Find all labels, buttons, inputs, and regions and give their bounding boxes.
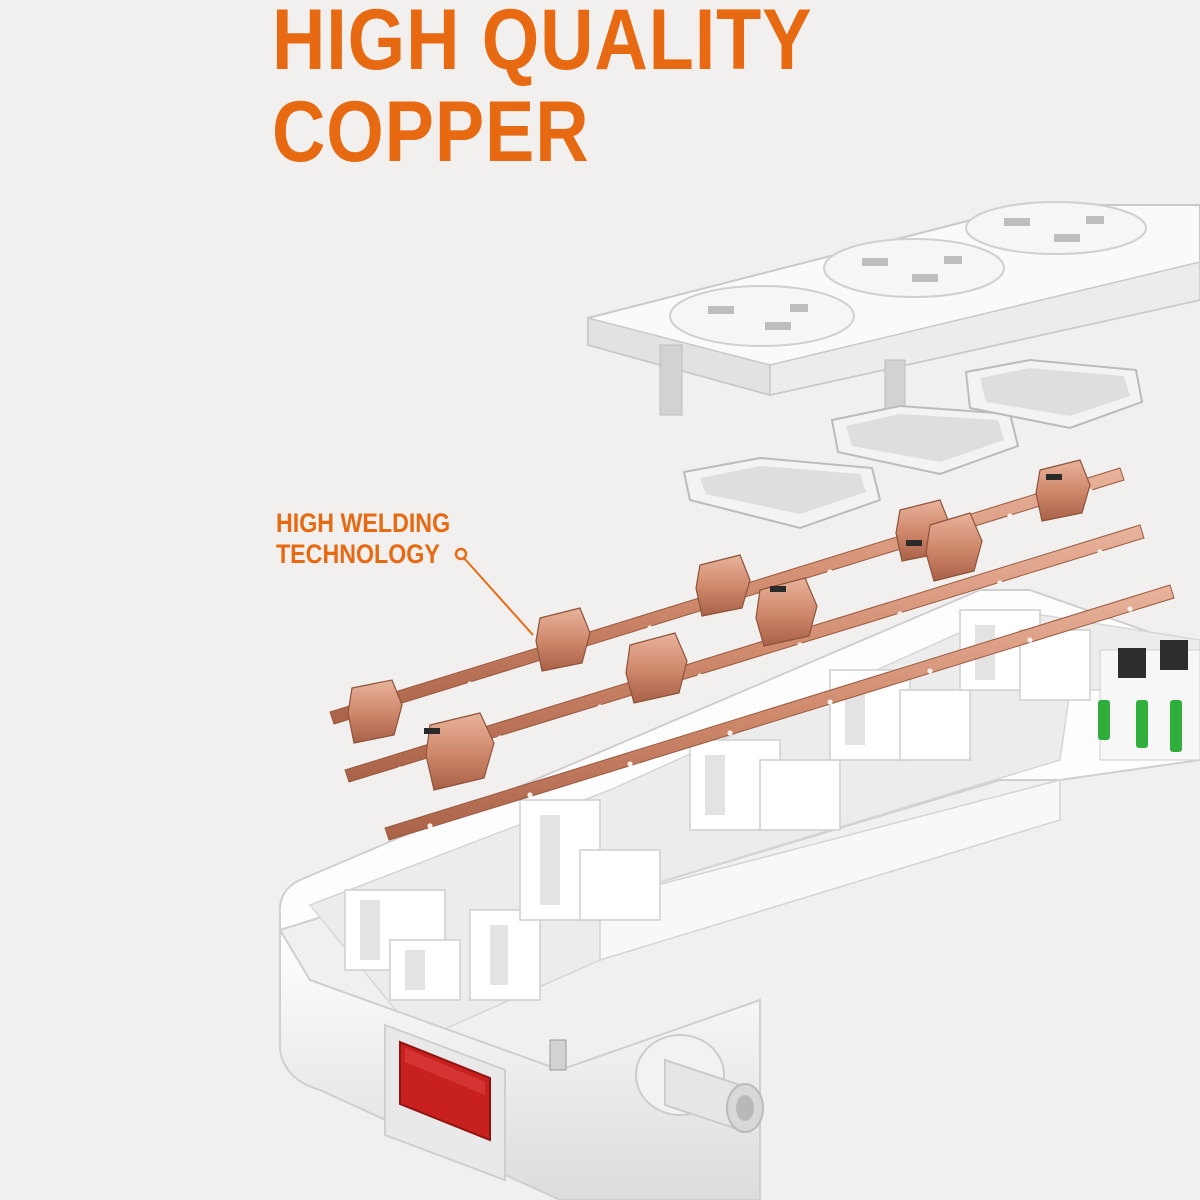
base-housing bbox=[278, 589, 1200, 1200]
headline-line-2: COPPER bbox=[272, 84, 590, 180]
power-switch bbox=[384, 1023, 506, 1182]
usb-ports bbox=[1098, 640, 1200, 761]
headline: HIGH QUALITY COPPER bbox=[272, 0, 812, 178]
socket-shutter-3 bbox=[964, 358, 1144, 430]
callout-leader-line bbox=[454, 547, 534, 636]
socket-face-1 bbox=[669, 285, 855, 347]
socket-face-3 bbox=[965, 201, 1147, 255]
top-cover bbox=[587, 201, 1200, 416]
copper-contact-clip bbox=[695, 554, 751, 617]
welding-callout-label: HIGH WELDING TECHNOLOGY bbox=[276, 508, 450, 570]
copper-contact-clip bbox=[1035, 459, 1091, 522]
socket-shutter-2 bbox=[830, 404, 1020, 476]
copper-contact-clip bbox=[425, 712, 495, 791]
indicator-light-1 bbox=[1098, 700, 1110, 740]
copper-conductor-strips bbox=[329, 459, 1175, 841]
headline-line-1: HIGH QUALITY bbox=[272, 0, 813, 88]
copper-strip-3 bbox=[384, 584, 1175, 841]
copper-contact-clip bbox=[535, 607, 591, 672]
copper-contact-clip bbox=[347, 679, 403, 744]
socket-face-2 bbox=[823, 238, 1005, 298]
copper-contact-clip bbox=[625, 632, 688, 704]
indicator-light-2 bbox=[1136, 700, 1148, 748]
socket-shutter-1 bbox=[682, 456, 882, 530]
cable-grommet bbox=[635, 1034, 764, 1133]
copper-contact-clip bbox=[925, 512, 983, 582]
copper-contact-clip bbox=[755, 577, 818, 647]
callout-line-1: HIGH WELDING bbox=[276, 508, 451, 538]
copper-strip-2 bbox=[344, 524, 1145, 783]
callout-line-2: TECHNOLOGY bbox=[276, 539, 440, 569]
indicator-light-3 bbox=[1170, 700, 1182, 752]
